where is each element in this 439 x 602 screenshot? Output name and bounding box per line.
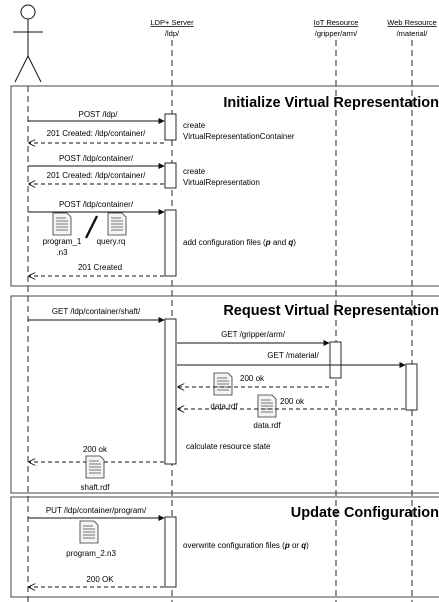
- file-icon-shaft: [85, 455, 105, 479]
- activation-server-3: [164, 209, 177, 277]
- section-title-initialize: Initialize Virtual Representation: [223, 95, 439, 111]
- frame-initialize: [10, 85, 439, 287]
- reply-200-final: 200 ok: [83, 445, 108, 454]
- file-program-2: program_2.n3: [66, 549, 116, 558]
- file-icon-program-2: [79, 520, 99, 544]
- activation-server-1: [164, 113, 177, 141]
- file-data-web: data.rdf: [253, 421, 281, 430]
- file-data-iot: data.rdf: [210, 402, 238, 411]
- file-program-1: program_1: [43, 237, 82, 246]
- activation-server-5: [164, 516, 177, 588]
- activation-iot: [329, 341, 342, 379]
- note-create-container: VirtualRepresentationContainer: [183, 132, 295, 141]
- reply-201-container-2: 201 Created: /ldp/container/: [47, 171, 147, 180]
- participant-web-header: Web Resource /material/: [387, 18, 436, 38]
- iot-path: /gripper/arm/: [315, 29, 358, 38]
- reply-201-container: 201 Created: /ldp/container/: [47, 129, 147, 138]
- note-add-config: add configuration files (p and q): [183, 238, 296, 247]
- participant-server-header: LDP+ Server /ldp/: [150, 18, 194, 38]
- msg-post-container-1: POST /ldp/container/: [59, 154, 134, 163]
- file-program-1-ext: .n3: [56, 248, 68, 257]
- file-icon-query: [107, 212, 127, 236]
- file-icon-data-web: [257, 394, 277, 418]
- frame-update: [10, 496, 439, 598]
- server-path: /ldp/: [165, 29, 180, 38]
- reply-200-ok: 200 OK: [86, 575, 114, 584]
- iot-name: IoT Resource: [314, 18, 359, 27]
- note-create-2: create: [183, 167, 206, 176]
- file-icon-program-1: [52, 212, 72, 236]
- reply-200-iot: 200 ok: [240, 374, 265, 383]
- msg-get-shaft: GET /ldp/container/shaft/: [52, 307, 141, 316]
- note-calculate-state: calculate resource state: [186, 442, 271, 451]
- file-shaft: shaft.rdf: [81, 483, 111, 492]
- msg-post-container-2: POST /ldp/container/: [59, 200, 134, 209]
- msg-get-material: GET /material/: [267, 351, 319, 360]
- note-create-1: create: [183, 121, 206, 130]
- msg-get-gripper: GET /gripper/arm/: [221, 330, 286, 339]
- note-overwrite-config: overwrite configuration files (p or q): [183, 541, 309, 550]
- web-name: Web Resource: [387, 18, 436, 27]
- note-create-representation: VirtualRepresentation: [183, 178, 260, 187]
- msg-put-program: PUT /ldp/container/program/: [46, 506, 147, 515]
- activation-web: [405, 363, 418, 411]
- activation-server-2: [164, 162, 177, 189]
- participant-iot-header: IoT Resource /gripper/arm/: [314, 18, 359, 38]
- file-query: query.rq: [97, 237, 126, 246]
- section-title-update: Update Configuration: [291, 505, 439, 521]
- frame-request: [10, 295, 439, 494]
- activation-server-4: [164, 318, 177, 465]
- actor-stick-figure: [13, 4, 43, 83]
- server-name: LDP+ Server: [150, 18, 194, 27]
- reply-200-web: 200 ok: [280, 397, 305, 406]
- msg-post-ldp: POST /ldp/: [79, 110, 119, 119]
- web-path: /material/: [397, 29, 429, 38]
- section-title-request: Request Virtual Representation: [223, 303, 439, 319]
- reply-201-created: 201 Created: [78, 263, 122, 272]
- slash-separator: [84, 215, 99, 239]
- file-icon-data-iot: [213, 372, 233, 396]
